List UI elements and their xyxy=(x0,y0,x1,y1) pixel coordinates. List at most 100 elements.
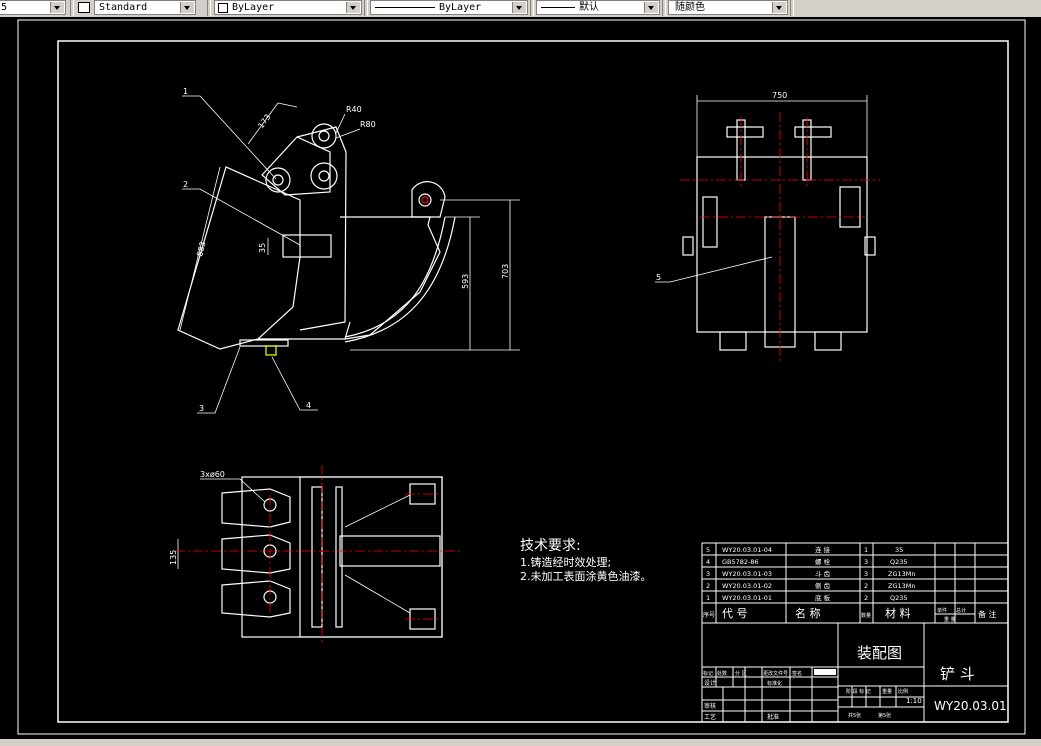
tooth-mount-block xyxy=(282,234,332,258)
side-stub-right xyxy=(864,236,876,256)
canvas-background xyxy=(0,17,1041,739)
bucket-curve-inner xyxy=(344,216,446,338)
bom-code: WY20.03.01-03 xyxy=(722,570,772,578)
bom-name: 底 板 xyxy=(815,593,831,602)
lineweight-dropdown[interactable]: 默认 xyxy=(536,0,660,15)
dim-135: 135 xyxy=(169,550,178,565)
top-view-text: 3xø60 135 xyxy=(169,470,225,565)
side-stub-left xyxy=(682,236,694,256)
callout-3: 3 xyxy=(199,404,204,413)
pin-hole-3-inner xyxy=(318,170,330,182)
dim-35-front: 35 xyxy=(258,243,267,253)
bom-qty: 3 xyxy=(864,558,868,566)
status-strip xyxy=(0,739,1041,746)
bom-table xyxy=(701,542,1009,624)
bom-row-4: 4 GB5782-86 螺 栓 3 Q235 xyxy=(706,557,908,566)
bom-name: 侧 齿 xyxy=(815,581,831,590)
bom-header-no: 序号 xyxy=(703,611,715,619)
chevron-down-icon xyxy=(644,2,658,13)
bom-header-qty: 数量 xyxy=(861,612,871,619)
bom-no: 1 xyxy=(706,594,710,602)
linetype-dropdown[interactable]: ByLayer xyxy=(370,0,528,15)
bom-header-name: 名 称 xyxy=(795,606,821,620)
leader-3 xyxy=(197,346,241,414)
label-design: 设计 xyxy=(704,679,716,687)
linetype-swatch-icon xyxy=(375,7,435,8)
chevron-down-icon xyxy=(512,2,526,13)
toolbar-separator xyxy=(364,0,368,16)
dim-line-173 xyxy=(247,102,279,145)
text-style-icon xyxy=(78,2,90,13)
top-back-bar xyxy=(335,486,343,628)
label-scale: 比例 xyxy=(898,688,908,695)
side-outline xyxy=(696,156,868,333)
leader-5 xyxy=(655,256,773,283)
tech-title: 技术要求: xyxy=(520,538,581,554)
side-tooth-left xyxy=(719,331,747,351)
lug-right-center xyxy=(421,196,429,204)
linetype-value: ByLayer xyxy=(439,2,482,13)
color-dropdown[interactable]: ByLayer xyxy=(214,0,362,15)
bom-qty: 3 xyxy=(864,570,868,578)
text-style-dropdown[interactable]: Standard xyxy=(94,0,196,15)
top-diag-2 xyxy=(344,574,411,614)
bom-code: WY20.03.01-02 xyxy=(722,582,772,590)
pin-hole-3 xyxy=(310,162,338,190)
bom-row-3: 3 WY20.03.01-03 斗 齿 3 ZG13Mn xyxy=(706,570,916,578)
leader-r40 xyxy=(335,113,346,134)
top-view-centerlines xyxy=(175,465,460,642)
top-view xyxy=(177,476,443,638)
row-label-zone: 分 区 xyxy=(735,670,747,677)
plot-style-value: 随颜色 xyxy=(675,2,705,13)
scale-value: 1:10 xyxy=(906,697,922,705)
bom-header-total: 总计 xyxy=(956,607,966,614)
drawing-svg[interactable]: 1 2 3 4 R40 R80 593 703 883 173 35 xyxy=(0,17,1041,739)
row-label-sign: 签名 xyxy=(792,670,802,677)
toolbar-separator xyxy=(790,0,794,16)
bom-code: WY20.03.01-04 xyxy=(722,546,772,554)
bom-qty: 2 xyxy=(864,594,868,602)
callout-1: 1 xyxy=(183,87,188,96)
side-view-text: 750 5 xyxy=(656,91,787,282)
color-value: ByLayer xyxy=(232,2,275,13)
plot-style-dropdown[interactable]: 随颜色 xyxy=(668,0,788,15)
layer-dropdown[interactable]: 5 xyxy=(0,0,66,15)
pin-hole-1-inner xyxy=(272,174,284,186)
dim-703: 703 xyxy=(501,264,510,279)
title-block xyxy=(701,622,1009,723)
dim-r80: R80 xyxy=(360,120,376,129)
leader-1 xyxy=(182,95,277,180)
sheet-outer-border xyxy=(17,19,1026,735)
bom-no: 4 xyxy=(706,558,710,566)
dim-750: 750 xyxy=(772,91,787,100)
bom-mat: ZG13Mn xyxy=(888,582,916,590)
leader-holes xyxy=(200,478,266,503)
callout-5: 5 xyxy=(656,273,661,282)
toolbar-separator xyxy=(662,0,666,16)
title-text: 装配图 铲 斗 WY20.03.01 1:10 标记 处数 分 区 更改文件号 … xyxy=(703,644,1007,721)
leader-2 xyxy=(182,188,301,246)
bom-header-code: 代 号 xyxy=(722,607,748,620)
chevron-down-icon xyxy=(346,2,360,13)
leader-4 xyxy=(271,356,318,411)
side-view-centerlines xyxy=(680,112,880,362)
drawing-canvas[interactable]: 1 2 3 4 R40 R80 593 703 883 173 35 xyxy=(0,17,1041,739)
bom-no: 3 xyxy=(706,570,710,578)
signature-block xyxy=(814,669,836,675)
callout-2: 2 xyxy=(183,180,188,189)
top-diag-1 xyxy=(344,494,411,528)
bom-mat: Q235 xyxy=(890,594,908,602)
chevron-down-icon xyxy=(50,2,64,13)
chevron-down-icon xyxy=(180,2,194,13)
tech-line-1: 1.铸造经时效处理; xyxy=(520,555,611,569)
bom-header-mat: 材 料 xyxy=(885,606,911,620)
callout-4: 4 xyxy=(306,401,311,410)
toolbar-separator xyxy=(530,0,534,16)
total-sheets: 共5张 xyxy=(848,712,861,719)
bom-code: WY20.03.01-01 xyxy=(722,594,772,602)
bom-row-5: 5 WY20.03.01-04 连 接 1 35 xyxy=(706,545,903,554)
bom-no: 5 xyxy=(706,546,710,554)
color-swatch-icon xyxy=(218,3,228,13)
tech-requirements: 技术要求: 1.铸造经时效处理; 2.未加工表面涂黄色油漆。 xyxy=(520,538,652,583)
bom-header: 序号 代 号 名 称 数量 材 料 单件 总计 重 量 备 注 xyxy=(703,606,997,623)
